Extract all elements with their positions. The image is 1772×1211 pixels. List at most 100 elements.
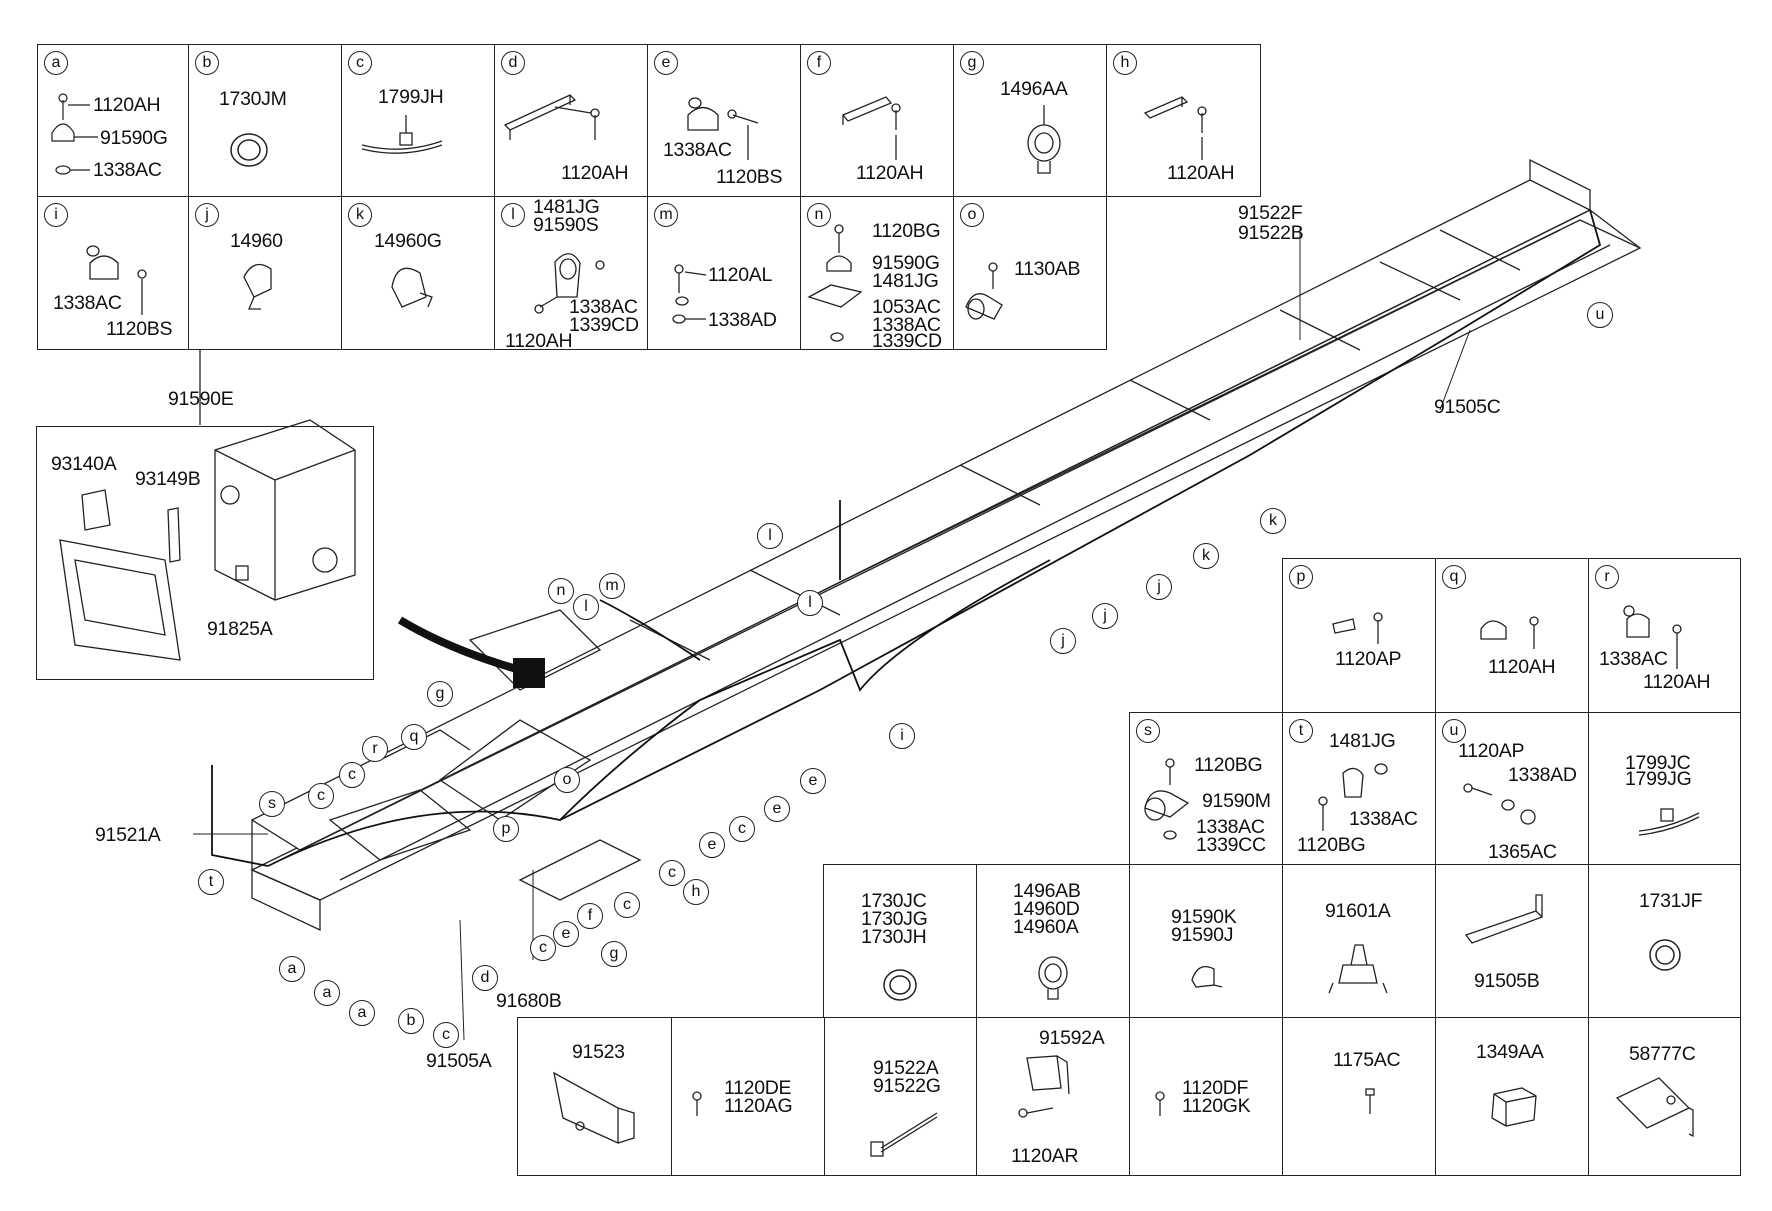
frame-callout: k: [1260, 508, 1286, 534]
part-number: 1338AC: [1196, 816, 1265, 838]
cell-1120de: 1120DE 1120AG: [671, 1017, 825, 1176]
frame-callout: o: [554, 767, 580, 793]
cell-o: o 1130AB: [953, 196, 1107, 350]
part-number: 1120BG: [1297, 834, 1366, 856]
cell-letter: a: [44, 51, 68, 75]
part-number: 58777C: [1629, 1043, 1696, 1065]
cell-letter: s: [1136, 719, 1160, 743]
bracket-icon: [553, 1071, 635, 1145]
frame-callout: l: [757, 523, 783, 549]
cell-u: u 1120AP 1338AD 1365AC: [1435, 712, 1589, 865]
part-number: 1120BG: [1194, 754, 1263, 776]
part-number: 1365AC: [1488, 841, 1557, 863]
cell-letter: t: [1289, 719, 1313, 743]
cell-1496: 1496AB 14960D 14960A: [976, 864, 1130, 1018]
cell-b: b 1730JM: [188, 44, 342, 197]
part-number: 1338AC: [93, 159, 162, 181]
clamp-icon: [687, 97, 759, 160]
clamp-icon: [1144, 758, 1190, 840]
part-number: 91592A: [1039, 1027, 1105, 1049]
part-number: 1120AH: [856, 162, 924, 184]
frame-callout: c: [614, 892, 640, 918]
cell-91590k: 91590K 91590J: [1129, 864, 1283, 1018]
part-number: 14960D: [1013, 898, 1080, 920]
frame-callout: f: [577, 903, 603, 929]
frame-callout: k: [1193, 543, 1219, 569]
frame-callout: t: [198, 869, 224, 895]
part-number: 1730JC: [861, 890, 927, 912]
bracket-icon: [1464, 894, 1544, 944]
grommet-icon: [1649, 939, 1681, 971]
cell-cable-tie: 1799JC 1799JG: [1588, 712, 1741, 865]
part-number: 1120DF: [1182, 1077, 1249, 1099]
frame-callout: g: [601, 941, 627, 967]
part-number: 1120AH: [1643, 671, 1711, 693]
part-number: 91522B: [1238, 222, 1304, 244]
part-number: 1120AH: [505, 330, 573, 352]
frame-callout: e: [764, 796, 790, 822]
part-number: 93140A: [51, 453, 117, 475]
part-number: 1120BG: [872, 220, 941, 242]
part-number: 14960: [230, 230, 283, 252]
frame-callout: p: [493, 816, 519, 842]
frame-callout: d: [472, 965, 498, 991]
part-number: 1339CD: [569, 314, 639, 336]
cell-letter: f: [807, 51, 831, 75]
clamp-stack-icon: [807, 224, 863, 342]
part-number: 14960G: [374, 230, 442, 252]
part-number: 1481JG: [872, 270, 939, 292]
cell-letter: m: [654, 203, 678, 227]
part-number: 1349AA: [1476, 1041, 1544, 1063]
bracket-icon: [1018, 1055, 1070, 1118]
part-number: 1130AB: [1014, 258, 1081, 280]
part-number: 1339CC: [1196, 834, 1266, 856]
cell-letter: q: [1442, 565, 1466, 589]
part-number: 91825A: [207, 618, 273, 640]
cell-letter: o: [960, 203, 984, 227]
cell-g: g 1496AA: [953, 44, 1107, 197]
frame-callout: u: [1587, 302, 1613, 328]
frame-callout: m: [599, 573, 625, 599]
cell-91592a: 91592A 1120AR: [976, 1017, 1130, 1176]
frame-callout: a: [349, 1000, 375, 1026]
frame-callout: j: [1050, 628, 1076, 654]
cell-r: r 1338AC 1120AH: [1588, 558, 1741, 713]
frame-callout: q: [401, 724, 427, 750]
part-number: 1120AP: [1335, 648, 1402, 670]
label-91680b: 91680B: [496, 990, 562, 1012]
frame-callout: c: [433, 1022, 459, 1048]
cell-t: t 1481JG 1338AC 1120BG: [1282, 712, 1436, 865]
frame-callout: r: [362, 736, 388, 762]
cell-1120df: 1120DF 1120GK: [1129, 1017, 1283, 1176]
frame-callout: c: [729, 816, 755, 842]
cell-n: n 1120BG 91590G 1481JG 1053AC 1338AC 133…: [800, 196, 954, 351]
frame-callout: e: [699, 832, 725, 858]
part-number: 14960A: [1013, 916, 1079, 938]
part-number: 1120AL: [708, 264, 772, 286]
part-number: 93149B: [135, 468, 201, 490]
cell-letter: p: [1289, 565, 1313, 589]
bolt-icon: [1155, 1091, 1165, 1116]
box-91590e: 93140A 93149B 91825A: [36, 426, 374, 680]
frame-callout: b: [398, 1008, 424, 1034]
clamp-icon: [1191, 966, 1223, 988]
frame-callout: i: [889, 723, 915, 749]
clamp-icon: [965, 262, 1003, 320]
cell-p: p 1120AP: [1282, 558, 1436, 713]
cable-tie-icon: [1638, 808, 1700, 836]
part-number: 1338AD: [708, 309, 777, 331]
cable-tie-icon: [361, 115, 443, 154]
part-number: 1120BS: [106, 318, 173, 340]
part-number: 1799JG: [1625, 768, 1692, 790]
frame-callout: a: [279, 956, 305, 982]
part-number: 1481JG: [1329, 730, 1396, 752]
clamp-icon: [1623, 605, 1682, 669]
part-number: 1338AC: [53, 292, 122, 314]
clip-icon: [391, 267, 433, 308]
part-number: 1120AH: [93, 94, 161, 116]
part-number: 1175AC: [1333, 1049, 1401, 1071]
cell-letter: r: [1595, 565, 1619, 589]
frame-callout: c: [659, 860, 685, 886]
part-number: 91590G: [872, 252, 940, 274]
frame-callout: g: [427, 681, 453, 707]
